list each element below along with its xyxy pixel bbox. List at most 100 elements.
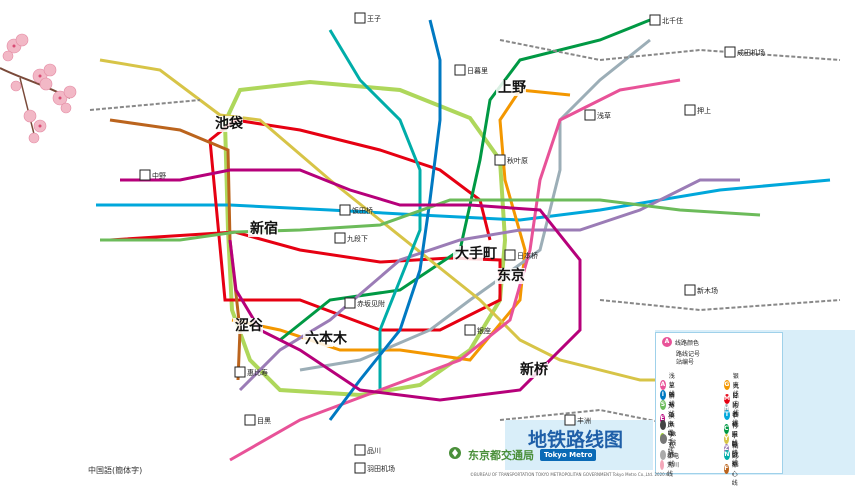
legend-route-num: 路线记号 <box>676 349 700 358</box>
line-badge-icon: A <box>660 379 666 390</box>
language-label: 中国語(簡体字) <box>88 466 143 475</box>
station-label: 九段下 <box>347 234 368 243</box>
legend-line-row: 换乘站 <box>660 411 679 438</box>
major-station-bg <box>453 246 483 262</box>
station-marker[interactable] <box>344 297 356 309</box>
line-name: JR山手线 <box>667 421 674 455</box>
station-marker[interactable] <box>139 169 151 181</box>
station-marker[interactable] <box>649 14 661 26</box>
tokyo-metro-logo: Tokyo Metro <box>540 448 597 461</box>
station-marker[interactable] <box>354 444 366 456</box>
station-label: 押上 <box>697 106 711 115</box>
line-marunouchi <box>109 118 502 332</box>
line-name: 南北线 <box>732 443 739 468</box>
major-station-label[interactable]: 涩谷 <box>235 318 264 334</box>
station-label: 成田机场 <box>737 48 765 57</box>
line-badge-icon <box>660 419 666 430</box>
legend-header: A 06 线路颜色 <box>662 337 700 355</box>
station-label: 饭田桥 <box>352 206 373 215</box>
line-badge-icon: N <box>724 449 730 460</box>
line-jr <box>89 39 841 431</box>
line-name: 浅草线 <box>668 373 675 398</box>
major-station-label[interactable]: 大手町 <box>455 245 497 262</box>
station-label: 银座 <box>477 326 491 335</box>
station-marker[interactable] <box>584 109 596 121</box>
major-station-label[interactable]: 东京 <box>497 267 525 284</box>
line-badge-icon: Z <box>724 444 729 454</box>
station-label: 浅草 <box>597 111 611 120</box>
major-station-label[interactable]: 池袋 <box>215 115 244 132</box>
station-marker[interactable] <box>339 204 351 216</box>
station-label: 新木场 <box>697 286 718 295</box>
station-marker[interactable] <box>334 232 346 244</box>
station-marker[interactable] <box>464 324 476 336</box>
line-badge-icon: G <box>724 379 730 390</box>
major-station-label[interactable]: 上野 <box>498 80 526 96</box>
station-marker[interactable] <box>354 12 366 24</box>
station-label: 日本桥 <box>517 251 538 260</box>
station-marker[interactable] <box>724 46 736 58</box>
station-marker[interactable] <box>564 414 576 426</box>
major-station-bg <box>496 80 526 96</box>
line-badge-icon: I <box>660 389 666 400</box>
line-badge-icon: M <box>724 394 730 404</box>
line-name: 有乐町线 <box>731 423 738 457</box>
station-label: 北千住 <box>662 16 683 25</box>
line-name: 大江户线 <box>667 403 674 437</box>
sample-route-icon: A 06 <box>662 337 672 355</box>
station-marker[interactable] <box>504 249 516 261</box>
line-tozai <box>96 178 831 222</box>
major-station-label[interactable]: 新桥 <box>520 361 549 378</box>
station-marker[interactable] <box>684 284 696 296</box>
line-badge-icon <box>660 434 668 444</box>
line-name: JR线 <box>670 431 677 447</box>
line-name: 都电荒川线 <box>667 453 680 478</box>
line-name: 丸之内线 <box>732 383 739 417</box>
tokyo-bureau-icon <box>448 446 462 463</box>
legend-header-label: 线路颜色 <box>675 339 700 347</box>
line-name: 银座线 <box>732 373 739 398</box>
station-label: 品川 <box>367 447 381 455</box>
major-station-bg <box>518 362 548 378</box>
station-label: 中野 <box>152 171 166 180</box>
line-badge-icon: T <box>724 409 730 420</box>
line-badge-icon <box>660 449 666 460</box>
line-oedo <box>120 168 582 402</box>
station-marker[interactable] <box>234 366 246 378</box>
line-badge-icon: F <box>724 464 729 474</box>
major-station-bg <box>303 331 333 347</box>
operator-name: 东京都交通局 <box>468 448 534 462</box>
line-name: 东西线 <box>732 403 739 428</box>
station-marker[interactable] <box>354 462 366 474</box>
line-name: 换乘站 <box>668 413 675 438</box>
station-marker[interactable] <box>494 154 506 166</box>
cherry-blossom-decoration <box>0 33 77 144</box>
station-label: 赤坂见附 <box>357 299 385 308</box>
line-badge-icon: S <box>660 399 666 410</box>
line-badge-icon: C <box>724 424 729 434</box>
major-station-label[interactable]: 新宿 <box>250 220 278 237</box>
major-station-label[interactable]: 六本木 <box>305 330 348 347</box>
station-marker[interactable] <box>454 64 466 76</box>
station-marker[interactable] <box>684 104 696 116</box>
legend-line-row: 都电荒川线 <box>660 451 679 478</box>
legend-line-row: JR线 <box>660 431 679 447</box>
major-station-bg <box>233 318 263 334</box>
station-num-label: 站编号 <box>676 359 695 366</box>
legend-station-num: 站编号 <box>676 357 694 366</box>
station-marker[interactable] <box>244 414 256 426</box>
map-title: 地铁路线图 <box>528 429 624 451</box>
